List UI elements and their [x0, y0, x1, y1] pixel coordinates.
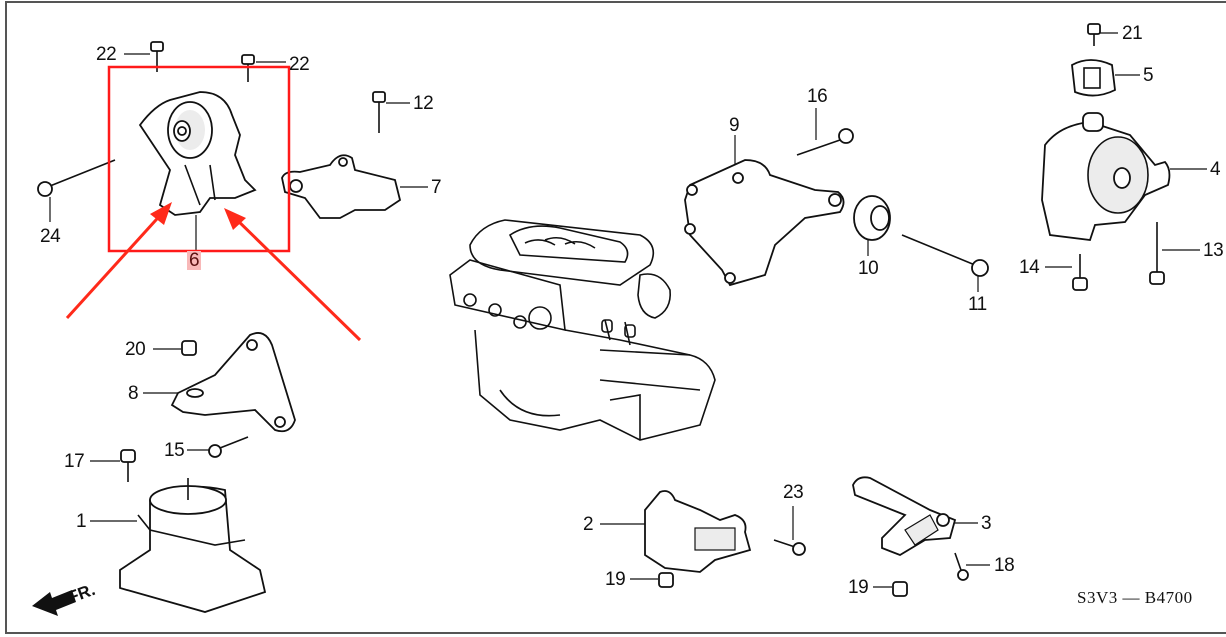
part-24-bolt[interactable]: [37, 159, 116, 197]
part-19-nut-left[interactable]: [658, 572, 674, 588]
part-16-bolt[interactable]: [796, 128, 854, 156]
part-5-bushing[interactable]: [1071, 59, 1116, 97]
callout-3: 3: [981, 513, 992, 534]
leader-lines: [49, 32, 1207, 588]
part-14-bolt[interactable]: [1072, 254, 1088, 291]
callout-21: 21: [1122, 23, 1143, 44]
highlight-arrow-left: [65, 202, 172, 320]
diagram-frame: [5, 1, 1226, 634]
part-11-bolt[interactable]: [901, 234, 989, 277]
diagram-code: S3V3 — B4700: [1077, 588, 1193, 607]
part-21-bolt[interactable]: [1087, 23, 1101, 46]
callout-6-highlighted: 6: [187, 250, 202, 271]
callout-15: 15: [164, 440, 185, 461]
part-10-bushing[interactable]: [853, 195, 891, 241]
callout-4: 4: [1210, 159, 1221, 180]
part-23-bolt[interactable]: [773, 539, 806, 556]
callout-10: 10: [858, 258, 879, 279]
callout-19: 19: [848, 577, 869, 598]
callout-18: 18: [994, 555, 1015, 576]
part-6-mount[interactable]: [138, 91, 257, 216]
callout-5: 5: [1143, 65, 1154, 86]
callout-14: 14: [1019, 257, 1040, 278]
front-direction-arrow-icon: [32, 590, 76, 616]
callout-13: 13: [1203, 240, 1224, 261]
callout-20: 20: [125, 339, 146, 360]
callout-7: 7: [431, 177, 442, 198]
callout-1: 1: [76, 511, 87, 532]
part-13-bolt[interactable]: [1149, 222, 1165, 285]
callout-19: 19: [605, 569, 626, 590]
part-8-bracket[interactable]: [170, 332, 296, 433]
part-3-bracket[interactable]: [852, 476, 957, 556]
part-12-bolt[interactable]: [372, 91, 386, 133]
part-20-nut[interactable]: [181, 340, 197, 356]
callout-11: 11: [968, 294, 987, 315]
callout-24: 24: [40, 226, 61, 247]
part-4-mount[interactable]: [1041, 112, 1171, 241]
callout-22: 22: [96, 44, 117, 65]
part-17-bolt[interactable]: [120, 449, 136, 482]
callout-12: 12: [413, 93, 434, 114]
callout-23: 23: [783, 482, 804, 503]
part-7-bracket[interactable]: [281, 154, 402, 219]
part-9-bracket[interactable]: [684, 159, 845, 287]
callout-16: 16: [807, 86, 828, 107]
part-15-bolt[interactable]: [208, 436, 249, 458]
callout-17: 17: [64, 451, 85, 472]
engine-illustration: [449, 219, 716, 441]
callout-8: 8: [128, 383, 139, 404]
part-18-bolt[interactable]: [954, 552, 969, 581]
part-22-bolt-right[interactable]: [241, 54, 255, 82]
part-2-mount[interactable]: [644, 490, 752, 573]
callout-22: 22: [289, 54, 310, 75]
callout-9: 9: [729, 115, 740, 136]
part-1-mount[interactable]: [119, 478, 267, 613]
callout-2: 2: [583, 514, 594, 535]
part-22-bolt-left[interactable]: [150, 41, 164, 72]
part-19-nut-right[interactable]: [892, 581, 908, 597]
highlight-arrow-right: [224, 208, 362, 342]
